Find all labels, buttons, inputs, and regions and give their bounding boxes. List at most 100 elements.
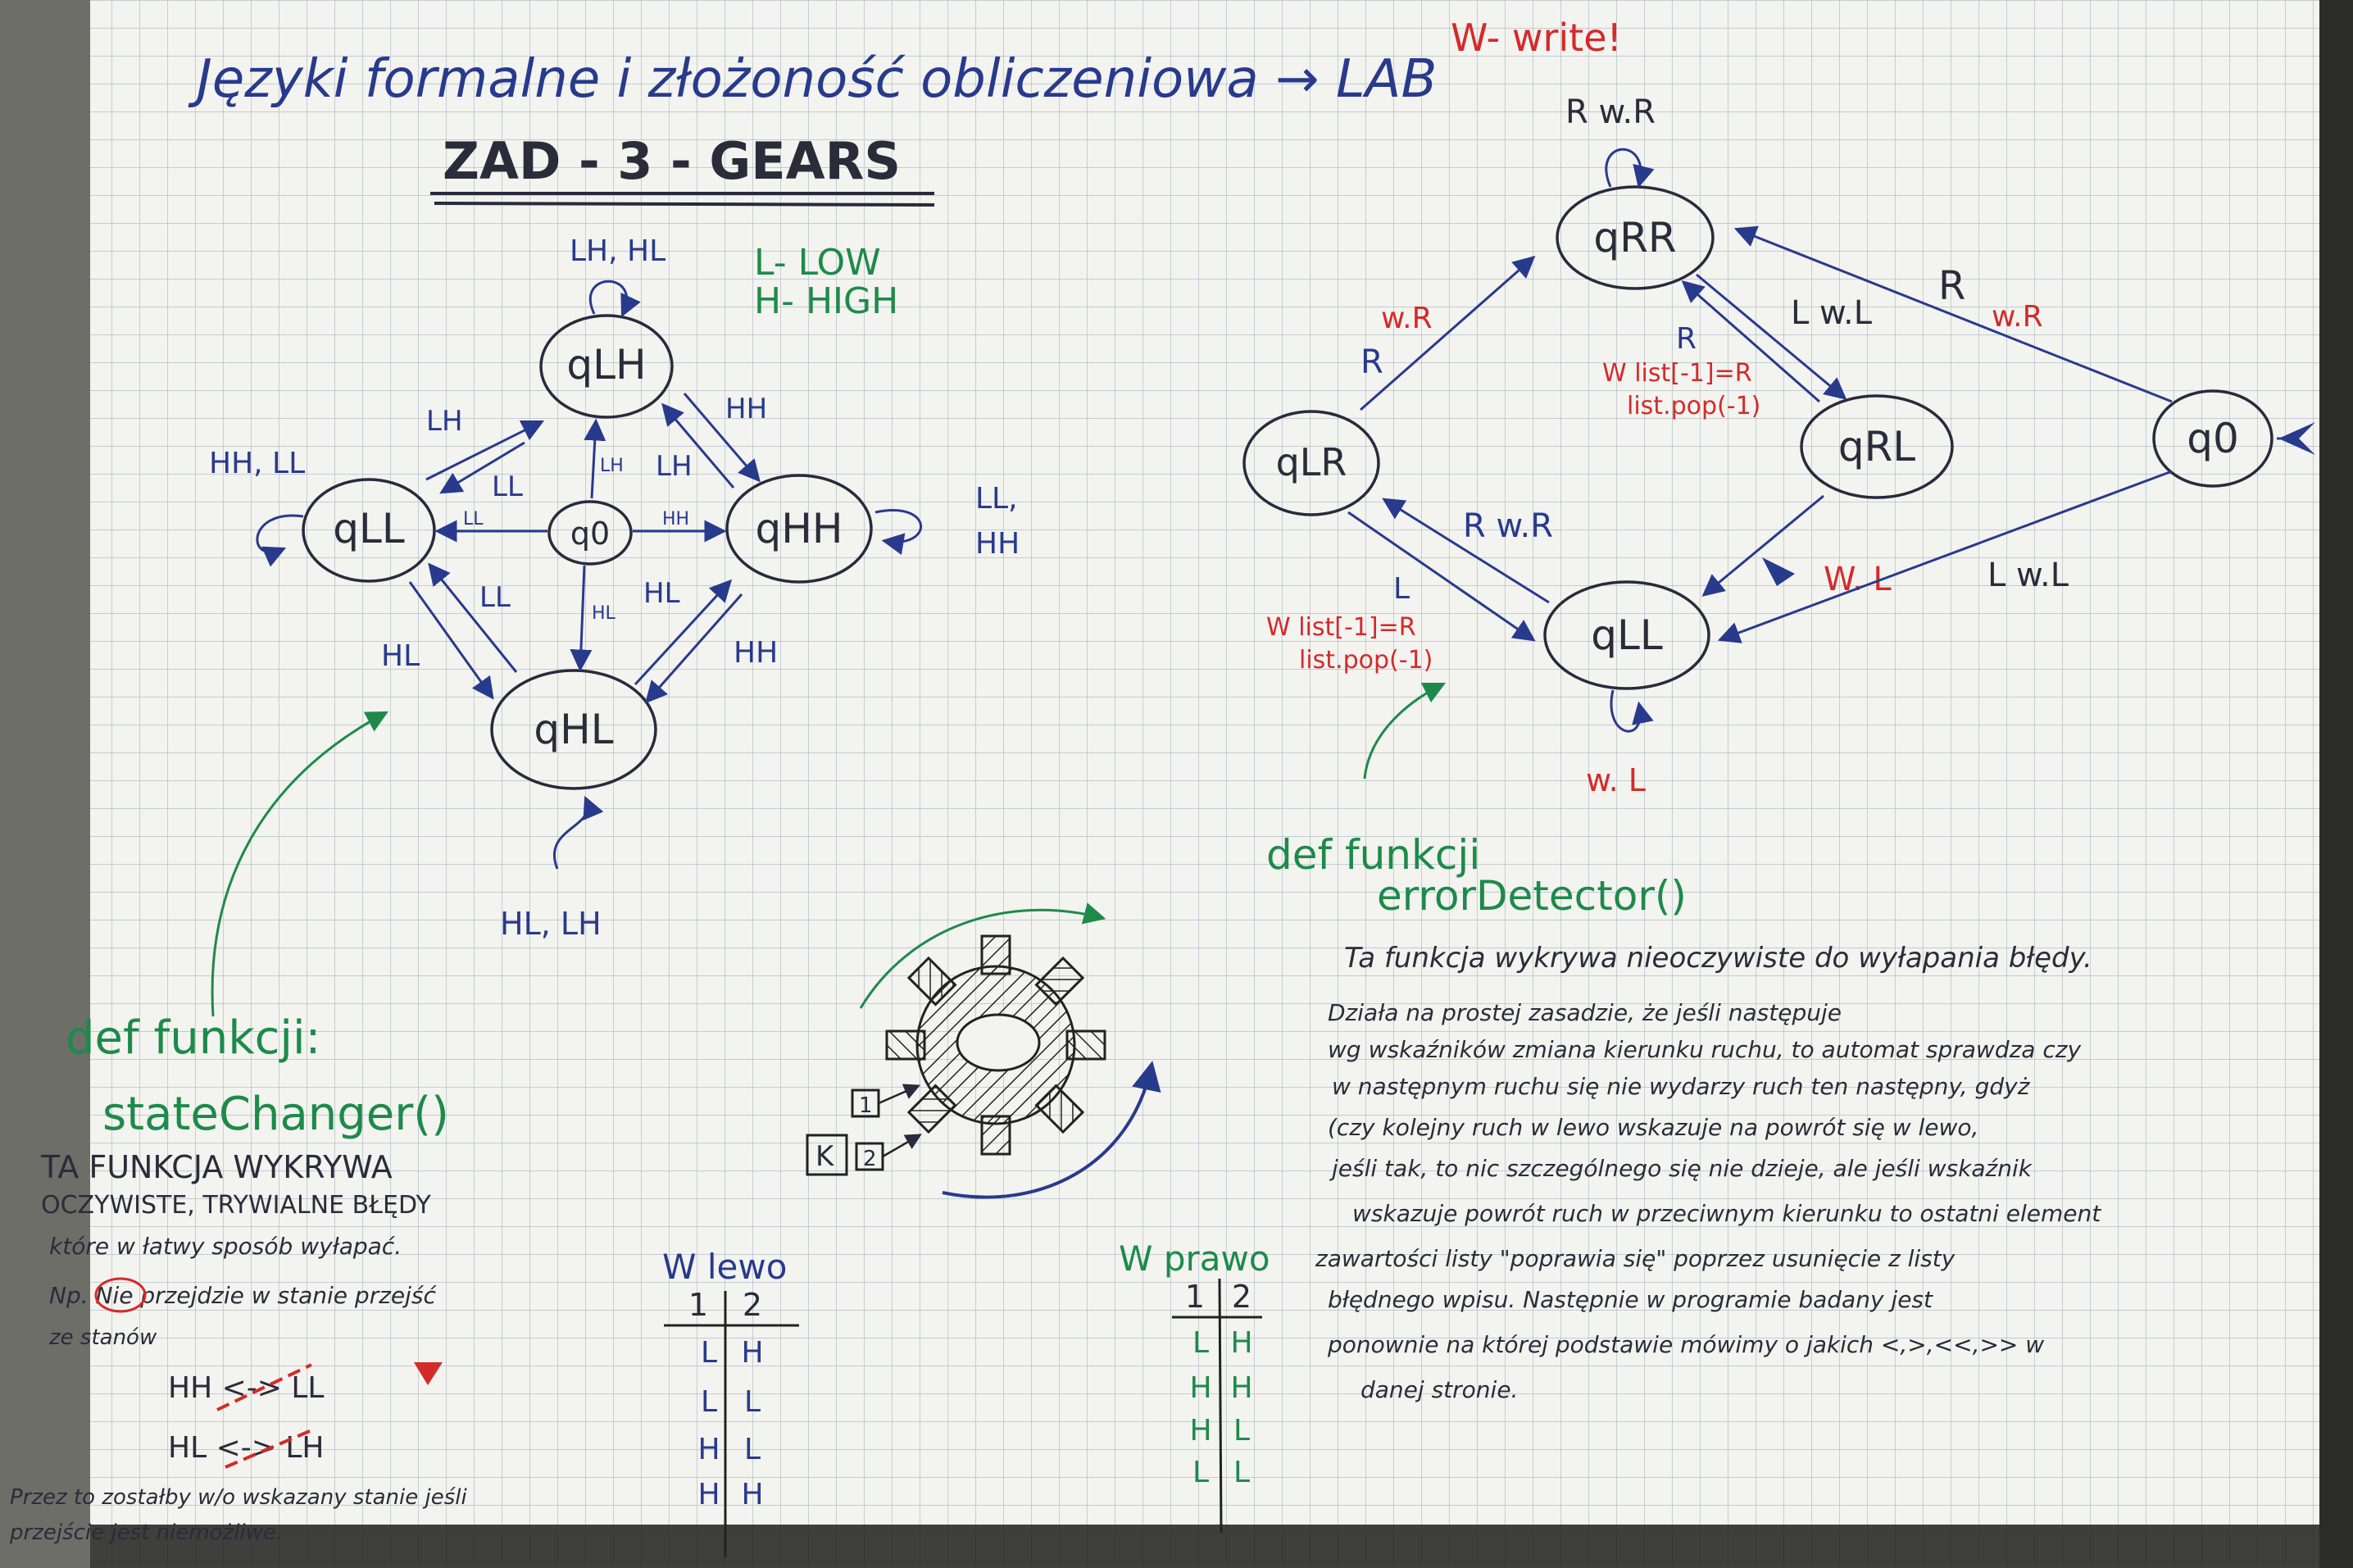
errordetector-def: def funkcji	[1266, 831, 1480, 879]
table-w-lewo-r1c2: H	[741, 1336, 763, 1370]
statechanger-section: def funkcji: stateChanger() TA FUNKCJA W…	[9, 1011, 467, 1545]
node-qhh-label: qHH	[756, 505, 843, 552]
table-w-prawo-h1: 1	[1185, 1279, 1205, 1315]
edge-hh-self	[874, 509, 922, 555]
edge-ll-to-lr	[1382, 498, 1550, 604]
table-w-lewo-r1c1: L	[701, 1336, 717, 1370]
sensor-1-label: 1	[859, 1093, 873, 1118]
pointer-errordetector	[1363, 682, 1447, 779]
statechanger-footer-1: Przez to zostałby w/o wskazany stanie je…	[10, 1485, 467, 1510]
edge-lr-to-rr	[1360, 256, 1536, 411]
edge-hh-to-hl-label: HH	[734, 636, 778, 670]
legend-high: H- HIGH	[754, 280, 898, 322]
edge-hl-self	[553, 795, 604, 870]
edge-q0-to-rr	[1733, 225, 2173, 403]
table-w-prawo-r2c2: H	[1230, 1371, 1252, 1405]
edge-hl-self-label: HL, LH	[500, 906, 602, 942]
edge-q0-to-lh-label: LH	[600, 456, 624, 476]
nie-circle	[94, 1277, 147, 1313]
errordetector-line-2: Działa na prostej zasadzie, że jeśli nas…	[1328, 999, 1842, 1026]
edge-hl-to-ll-label: LL	[479, 581, 511, 614]
edge-q0-to-ll	[1717, 470, 2173, 643]
table-w-prawo-r3c1: H	[1189, 1414, 1211, 1448]
errordetector-line-4: w następnym ruchu się nie wydarzy ruch t…	[1332, 1073, 2031, 1100]
node-qrl-label: qRL	[1838, 423, 1915, 470]
write-note: W- write!	[1451, 16, 1622, 60]
edge-q0-to-rr-label-2: w.R	[1992, 300, 2043, 334]
errordetector-line-6: jeśli tak, to nic szczególnego się nie d…	[1329, 1155, 2033, 1182]
edge-lr-to-rr-label-2: R	[1360, 343, 1383, 381]
node-qlh-label: qLH	[566, 341, 646, 389]
node-qlh	[539, 314, 674, 419]
table-w-lewo: W lewo 1 2 L H L L H L H H	[662, 1247, 799, 1557]
edge-hh-self-label-1: LL,	[975, 482, 1018, 516]
table-w-lewo-r4c2: H	[741, 1478, 763, 1511]
subtitle-underline-2	[434, 202, 935, 207]
sensor-k-box	[806, 1134, 848, 1176]
table-w-prawo-r1c2: H	[1230, 1326, 1252, 1360]
edge-lr-to-ll	[1347, 511, 1536, 642]
edge-q0-to-hl-label: HL	[592, 603, 616, 624]
errordetector-line-1: Ta funkcja wykrywa nieoczywiste do wyłap…	[1344, 942, 2092, 975]
edge-ll-right-self-label: w. L	[1586, 762, 1646, 798]
table-w-lewo-r3c2: L	[744, 1433, 761, 1466]
edge-ll-to-lh	[425, 420, 545, 481]
table-w-lewo-r3c1: H	[697, 1433, 720, 1466]
gear-rotation-arrow-top	[859, 902, 1106, 1009]
warning-mark	[414, 1362, 443, 1385]
node-qrl	[1800, 394, 1954, 499]
edge-rr-self	[1605, 148, 1655, 189]
edge-rr-to-rl-note-1: W list[-1]=R	[1602, 359, 1752, 388]
errordetector-section: def funkcji errorDetector() Ta funkcja w…	[1266, 831, 2101, 1403]
binding-strip	[90, 1525, 2319, 1568]
edge-q0-to-hl	[570, 565, 593, 672]
left-state-graph: qLH qLL q0 qHH qHL LH, HL HH, LL LL, HH …	[209, 234, 1020, 942]
edge-rl-to-rr	[1681, 280, 1820, 403]
table-w-prawo: W prawo 1 2 L H H H H L L L	[1119, 1238, 1270, 1534]
table-w-prawo-h2: 2	[1232, 1279, 1251, 1315]
statechanger-line-5: ze stanów	[48, 1325, 157, 1350]
errordetector-line-3: wg wskaźników zmiana kierunku ruchu, to …	[1328, 1036, 2081, 1063]
statechanger-footer-2: przejście jest niemożliwe.	[9, 1520, 283, 1545]
edge-rr-to-rl-note-2: list.pop(-1)	[1627, 392, 1760, 420]
table-w-prawo-title: W prawo	[1119, 1238, 1270, 1279]
table-w-prawo-r2c1: H	[1189, 1371, 1211, 1405]
statechanger-line-3: które w łatwy sposób wyłapać.	[49, 1233, 402, 1260]
table-w-lewo-r2c1: L	[701, 1385, 717, 1419]
edge-lr-to-ll-note-2: list.pop(-1)	[1299, 646, 1433, 675]
table-w-lewo-r2c2: L	[744, 1385, 761, 1419]
edge-ll-to-hl	[408, 581, 494, 700]
table-w-lewo-h2: 2	[743, 1287, 762, 1323]
node-qhl-label: qHL	[534, 706, 613, 753]
table-w-prawo-r4c1: L	[1192, 1456, 1209, 1489]
edge-hh-to-lh-label: LH	[656, 450, 693, 483]
node-qll-right	[1543, 580, 1710, 690]
task-subtitle: ZAD - 3 - GEARS	[443, 131, 901, 191]
edge-q0-to-hh-label: HH	[662, 509, 689, 529]
node-qll	[302, 478, 436, 583]
node-q0-right-label: q0	[2187, 415, 2239, 462]
node-qrr-label: qRR	[1593, 214, 1676, 261]
edge-ll-self-label: HH, LL	[209, 447, 305, 480]
pointer-statechanger	[211, 711, 388, 1017]
edge-lr-to-ll-note-1: W list[-1]=R	[1266, 613, 1416, 642]
edge-lh-self	[588, 280, 641, 318]
edge-rl-to-rr-label: L w.L	[1791, 294, 1873, 332]
gear-hole	[956, 1013, 1041, 1072]
edge-q0-to-lh	[584, 418, 606, 499]
edge-lh-to-ll	[439, 441, 525, 494]
edge-lh-to-hh	[683, 393, 761, 483]
node-qll-label: qLL	[333, 505, 405, 552]
errordetector-line-11: danej stronie.	[1360, 1376, 1518, 1403]
sensor-2-label: 2	[863, 1147, 877, 1171]
errordetector-line-7: wskazuje powrót ruch w przeciwnym kierun…	[1352, 1200, 2101, 1227]
edge-q0-to-ll-label: LL	[463, 509, 484, 529]
sensor-k-label: K	[815, 1140, 835, 1173]
node-qll-right-label: qLL	[1591, 611, 1663, 659]
statechanger-line-1: TA FUNKCJA WYKRYWA	[40, 1149, 393, 1185]
edge-hl-to-hh-label: HL	[643, 577, 680, 610]
node-q0-left-label: q0	[570, 516, 610, 552]
edge-hh-to-hl	[645, 593, 743, 704]
edge-ll-right-self	[1610, 689, 1654, 733]
example-2-strike	[225, 1429, 312, 1469]
